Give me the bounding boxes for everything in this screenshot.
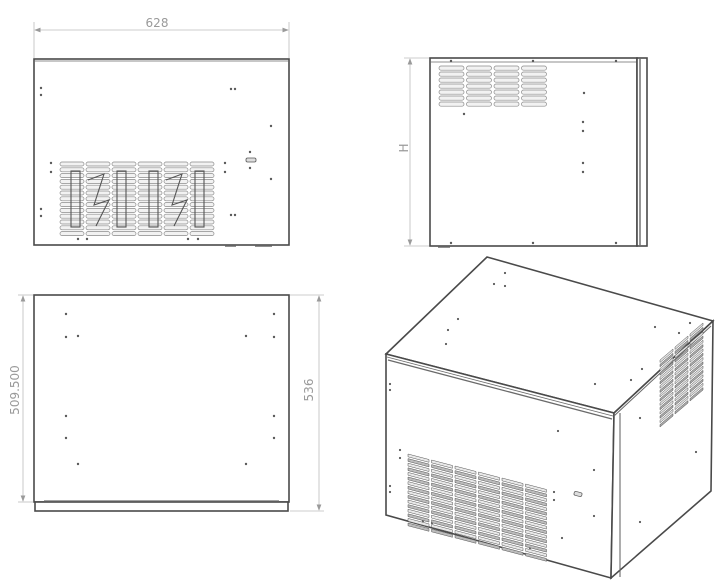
front-vent-grille: [59, 161, 215, 236]
depth-dimension-outer-label: 536: [302, 379, 316, 402]
side-view: H: [397, 57, 648, 248]
mounting-holes: [449, 59, 618, 245]
mounting-holes: [39, 86, 273, 241]
depth-dimension-outer: 536: [290, 294, 324, 512]
depth-dimension-inner: 509.500: [8, 294, 33, 503]
side-vent-grille: [438, 65, 547, 107]
mounting-holes: [64, 312, 276, 466]
top-view: 509.500 536: [8, 294, 324, 512]
width-dimension-label: 628: [146, 16, 169, 30]
depth-dimension-inner-label: 509.500: [8, 365, 22, 415]
iso-cable-gland: [573, 491, 583, 497]
isometric-view: [384, 256, 715, 580]
front-view: 628: [33, 16, 290, 247]
iso-front-vent-grille: [407, 453, 547, 562]
iso-side-vent-grille: [659, 322, 704, 428]
height-dimension: H: [397, 57, 430, 247]
cable-gland: [245, 157, 257, 163]
height-dimension-label: H: [397, 143, 411, 152]
width-dimension: 628: [33, 16, 290, 58]
